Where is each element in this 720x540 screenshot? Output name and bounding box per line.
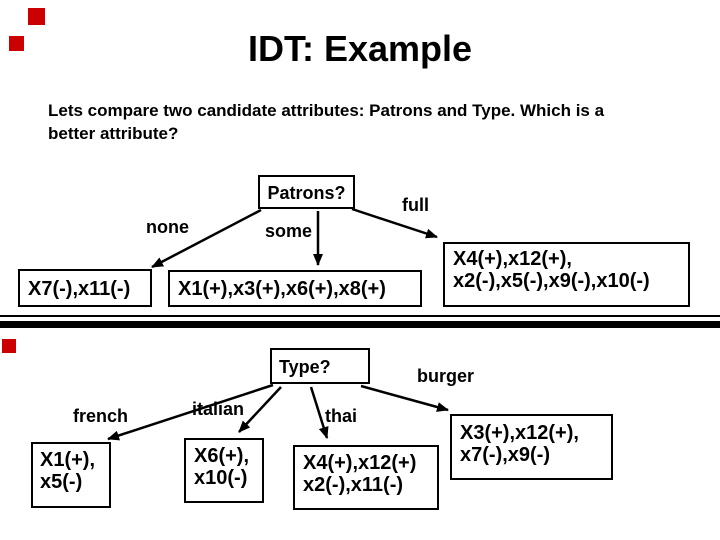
edge-arrow-burger [360, 384, 449, 412]
leaf-node-none: X7(-),x11(-) [18, 269, 152, 307]
edge-arrow-french [107, 383, 274, 441]
leaf-line: x2(-),x5(-),x9(-),x10(-) [453, 270, 650, 292]
intro-line-1: Lets compare two candidate attributes: P… [48, 101, 605, 120]
leaf-line: x5(-) [40, 471, 83, 493]
leaf-node-full: X4(+),x12(+), x2(-),x5(-),x9(-),x10(-) [443, 242, 690, 307]
leaf-line: X6(+), [194, 445, 250, 467]
leaf-line: X1(+), [40, 449, 96, 471]
decor-red-square-top-2 [9, 36, 24, 51]
leaf-node-french: X1(+), x5(-) [31, 442, 111, 508]
leaf-node-italian: X6(+), x10(-) [184, 438, 264, 503]
edge-label-thai: thai [325, 406, 358, 426]
slide-title: IDT: Example [247, 28, 473, 69]
patrons-root-node: Patrons? [258, 175, 355, 209]
leaf-line: X4(+),x12(+) [303, 452, 417, 474]
edge-label-burger: burger [417, 366, 475, 386]
edge-label-full: full [402, 195, 429, 215]
edge-arrow-italian [238, 386, 282, 433]
edge-arrow-none [151, 208, 262, 269]
leaf-line: X1(+),x3(+),x6(+),x8(+) [178, 278, 386, 300]
leaf-line: X7(-),x11(-) [28, 278, 131, 300]
intro-line-2: better attribute? [48, 124, 179, 143]
leaf-node-some: X1(+),x3(+),x6(+),x8(+) [168, 270, 422, 307]
intro-text: Lets compare two candidate attributes: P… [48, 99, 604, 145]
divider-thin-line [0, 315, 720, 317]
edge-arrow-full [351, 207, 438, 239]
leaf-line: x10(-) [194, 467, 248, 489]
divider-thick-line [0, 321, 720, 328]
edge-arrow-thai [309, 386, 329, 439]
type-root-node: Type? [270, 348, 370, 384]
decor-red-square-divider [2, 339, 16, 353]
leaf-line: x2(-),x11(-) [303, 474, 404, 496]
edge-label-french: french [73, 406, 129, 426]
edge-label-italian: italian [192, 399, 245, 419]
leaf-node-thai: X4(+),x12(+) x2(-),x11(-) [293, 445, 439, 510]
edge-label-none: none [146, 217, 189, 237]
edge-label-some: some [265, 221, 313, 241]
leaf-node-burger: X3(+),x12(+), x7(-),x9(-) [450, 414, 613, 480]
leaf-line: X4(+),x12(+), [453, 248, 572, 270]
leaf-line: X3(+),x12(+), [460, 422, 579, 444]
leaf-line: x7(-),x9(-) [460, 444, 551, 466]
decor-red-square-top-1 [28, 8, 45, 25]
